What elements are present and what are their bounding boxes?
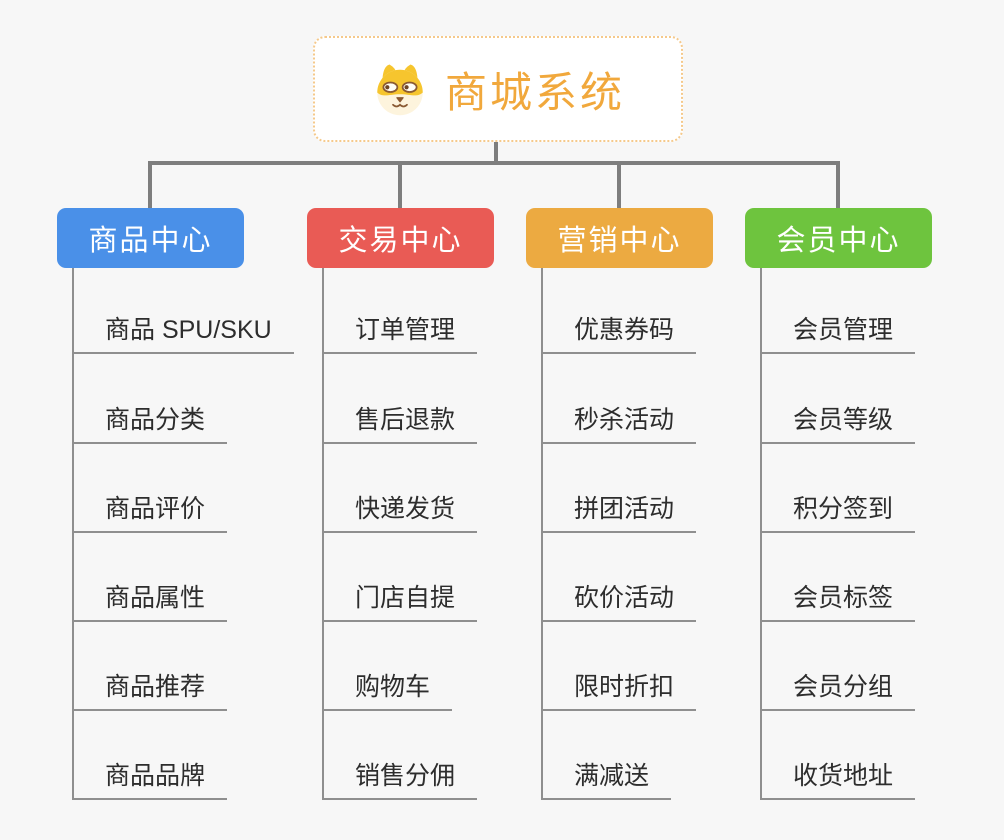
leaf-node: 商品 SPU/SKU [72, 268, 294, 354]
branch-node-marketing-center[interactable]: 营销中心 [526, 208, 713, 268]
branch-label: 商品中心 [88, 225, 213, 257]
leaf-node-express-delivery[interactable]: 快递发货 [322, 489, 478, 533]
leaf-column-trade-center: 订单管理 售后退款 快递发货 门店自提 购物车 销售分佣 [322, 268, 478, 800]
leaf-node-product-review[interactable]: 商品评价 [72, 489, 228, 533]
leaf-node-shopping-cart[interactable]: 购物车 [322, 667, 453, 711]
leaf-node: 收货地址 [760, 711, 916, 800]
dog-face-icon [377, 64, 423, 116]
leaf-node: 商品分类 [72, 354, 294, 444]
branch-node-trade-center[interactable]: 交易中心 [307, 208, 494, 268]
leaf-node: 快递发货 [322, 444, 478, 533]
leaf-node-product-spu-sku[interactable]: 商品 SPU/SKU [72, 310, 294, 354]
stem-trade-center [322, 268, 324, 800]
stem-marketing-center [541, 268, 543, 800]
leaf-node-member-group[interactable]: 会员分组 [760, 667, 916, 711]
leaf-node: 积分签到 [760, 444, 916, 533]
leaf-node: 满减送 [541, 711, 696, 800]
leaf-node: 砍价活动 [541, 533, 697, 622]
leaf-node-shipping-address[interactable]: 收货地址 [760, 756, 916, 800]
leaf-node-bargain-activity[interactable]: 砍价活动 [541, 578, 697, 622]
leaf-node: 商品属性 [72, 533, 294, 622]
leaf-node-product-category[interactable]: 商品分类 [72, 400, 228, 444]
leaf-node: 会员管理 [760, 268, 916, 354]
leaf-node-group-buy[interactable]: 拼团活动 [541, 489, 697, 533]
leaf-node: 售后退款 [322, 354, 478, 444]
branch-node-member-center[interactable]: 会员中心 [745, 208, 932, 268]
leaf-column-product-center: 商品 SPU/SKU 商品分类 商品评价 商品属性 商品推荐 商品品牌 [72, 268, 294, 800]
leaf-node-sales-commission[interactable]: 销售分佣 [322, 756, 478, 800]
connector-drop-member [836, 161, 840, 208]
leaf-node: 销售分佣 [322, 711, 478, 800]
branch-label: 营销中心 [557, 225, 682, 257]
leaf-node: 限时折扣 [541, 622, 697, 711]
leaf-node-member-tag[interactable]: 会员标签 [760, 578, 916, 622]
leaf-node-product-brand[interactable]: 商品品牌 [72, 756, 228, 800]
leaf-node: 商品品牌 [72, 711, 294, 800]
leaf-node: 商品推荐 [72, 622, 294, 711]
connector-drop-product [148, 161, 152, 208]
leaf-node-limited-time-discount[interactable]: 限时折扣 [541, 667, 697, 711]
branch-node-product-center[interactable]: 商品中心 [57, 208, 244, 268]
leaf-column-member-center: 会员管理 会员等级 积分签到 会员标签 会员分组 收货地址 [760, 268, 916, 800]
leaf-node: 会员标签 [760, 533, 916, 622]
connector-drop-trade [398, 161, 402, 208]
branch-label: 交易中心 [338, 225, 463, 257]
leaf-node-coupon-code[interactable]: 优惠券码 [541, 310, 697, 354]
leaf-node: 门店自提 [322, 533, 478, 622]
branch-label: 会员中心 [776, 225, 901, 257]
leaf-node-member-level[interactable]: 会员等级 [760, 400, 916, 444]
leaf-node-full-reduction[interactable]: 满减送 [541, 756, 672, 800]
leaf-node-member-management[interactable]: 会员管理 [760, 310, 916, 354]
connector-horizontal-bar [148, 161, 840, 165]
leaf-node: 订单管理 [322, 268, 478, 354]
leaf-column-marketing-center: 优惠券码 秒杀活动 拼团活动 砍价活动 限时折扣 满减送 [541, 268, 697, 800]
stem-product-center [72, 268, 74, 800]
leaf-node: 购物车 [322, 622, 477, 711]
leaf-node-product-attribute[interactable]: 商品属性 [72, 578, 228, 622]
leaf-node: 商品评价 [72, 444, 294, 533]
leaf-node-after-sale-refund[interactable]: 售后退款 [322, 400, 478, 444]
stem-member-center [760, 268, 762, 800]
leaf-node: 拼团活动 [541, 444, 697, 533]
leaf-node-flash-sale[interactable]: 秒杀活动 [541, 400, 697, 444]
leaf-node: 优惠券码 [541, 268, 697, 354]
root-node-mall-system[interactable]: 商城系统 [313, 36, 683, 142]
connector-root-stem [494, 142, 498, 163]
leaf-node-product-recommend[interactable]: 商品推荐 [72, 667, 228, 711]
leaf-node-store-pickup[interactable]: 门店自提 [322, 578, 478, 622]
leaf-node-order-management[interactable]: 订单管理 [322, 310, 478, 354]
root-title: 商城系统 [444, 68, 625, 116]
leaf-node: 会员等级 [760, 354, 916, 444]
leaf-node-points-checkin[interactable]: 积分签到 [760, 489, 916, 533]
leaf-node: 会员分组 [760, 622, 916, 711]
connector-drop-marketing [617, 161, 621, 208]
leaf-node: 秒杀活动 [541, 354, 697, 444]
